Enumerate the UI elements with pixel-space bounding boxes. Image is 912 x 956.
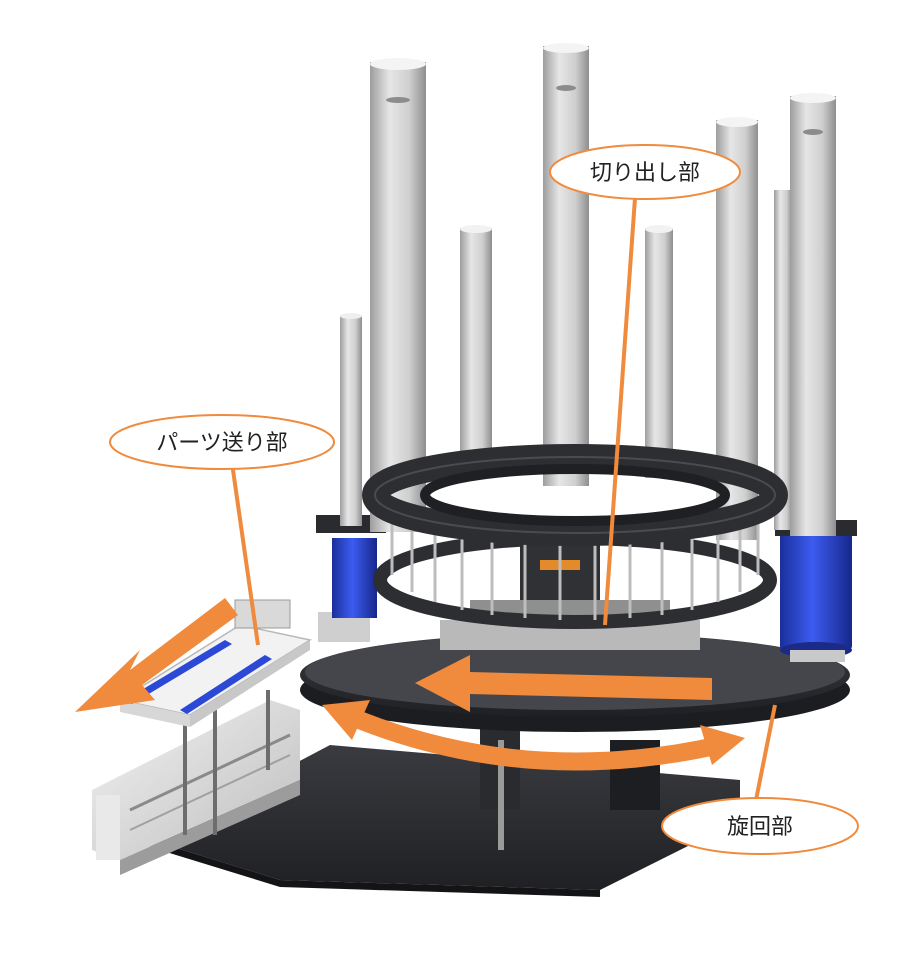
arrow-left-icon	[415, 655, 712, 712]
callout-feeder: パーツ送り部	[109, 414, 335, 470]
tube-magazines	[340, 43, 836, 540]
callout-leaders	[230, 197, 777, 806]
callout-cutout-label: 切り出し部	[590, 161, 700, 186]
callout-rotation-label: 旋回部	[727, 815, 793, 840]
tube-8	[790, 93, 836, 536]
curved-double-arrow-icon	[322, 700, 745, 771]
leader-rotation	[753, 704, 777, 806]
leader-cutout	[603, 197, 637, 626]
tube-4	[543, 43, 589, 486]
ring-carousel	[362, 444, 788, 629]
feeder-rods	[183, 690, 270, 835]
feeder-tray	[118, 599, 312, 727]
callout-feeder-label: パーツ送り部	[156, 431, 288, 456]
tube-7	[774, 190, 792, 530]
blue-holder-right	[775, 520, 857, 662]
tube-3	[460, 225, 492, 478]
arrow-left-icon	[75, 598, 238, 712]
tube-2	[370, 58, 426, 532]
blue-guide-2	[180, 655, 272, 714]
callout-rotation: 旋回部	[661, 797, 859, 855]
blue-guide-1	[125, 640, 232, 704]
callout-cutout: 切り出し部	[549, 144, 741, 200]
tube-1	[340, 313, 362, 526]
tube-5	[645, 225, 673, 478]
leader-feeder	[230, 462, 260, 646]
feeder-rail	[92, 700, 300, 875]
